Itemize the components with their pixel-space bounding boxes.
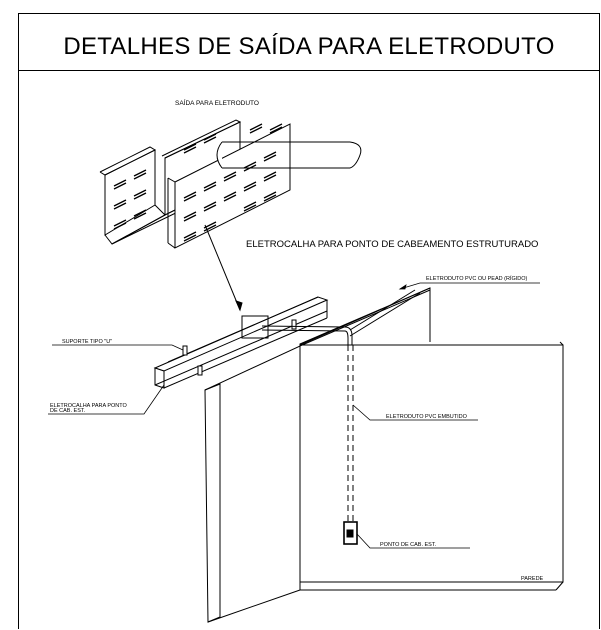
label-eletroduto-pvc: ELETRODUTO PVC OU PEAD (RÍGIDO) <box>426 275 528 282</box>
detail-box <box>241 315 269 339</box>
tray-slots <box>113 123 283 242</box>
conduit-pipe <box>216 141 362 169</box>
main-scene <box>153 287 564 623</box>
page-title: DETALHES DE SAÍDA PARA ELETRODUTO <box>63 33 555 60</box>
label-eletrocalha-ponto: ELETROCALHA PARA PONTO DE CABEAMENTO EST… <box>246 239 538 250</box>
label-eletrocalha-line2: DE CAB. EST. <box>50 408 86 414</box>
drawing-frame: DETALHES DE SAÍDA PARA ELETRODUTO <box>18 13 600 629</box>
outlet-plate <box>174 123 291 249</box>
label-eletrocalha-line1: ELETROCALHA PARA PONTO <box>50 403 128 409</box>
label-ponto: PONTO DE CAB. EST. <box>380 542 437 548</box>
labels: SAÍDA PARA ELETRODUTO ELETROCALHA PARA P… <box>50 98 544 582</box>
wall-left <box>204 345 301 623</box>
detail-tray-outlet <box>99 119 362 312</box>
tray-lip-right <box>161 119 242 159</box>
rigid-conduit <box>261 289 421 345</box>
detail-leader <box>204 224 241 311</box>
label-saida: SAÍDA PARA ELETRODUTO <box>175 98 259 107</box>
cable-tray <box>153 296 329 389</box>
embedded-conduit <box>347 345 354 522</box>
parede-panel <box>300 344 564 583</box>
label-parede: PAREDE <box>521 576 544 582</box>
label-embutido: ELETRODUTO PVC EMBUTIDO <box>386 414 468 420</box>
leader-lines <box>48 282 540 549</box>
outlet-box <box>343 521 358 545</box>
title-bar: DETALHES DE SAÍDA PARA ELETRODUTO <box>19 14 599 71</box>
label-suporte: SUPORTE TIPO "U" <box>62 339 112 345</box>
tray-lip-left <box>99 146 157 176</box>
